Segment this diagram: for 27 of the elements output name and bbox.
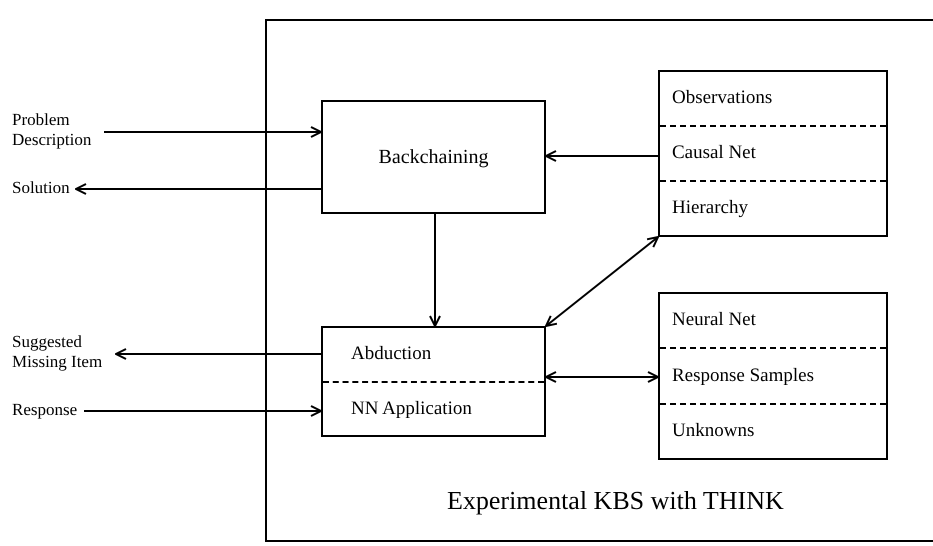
section-label: Hierarchy [672, 196, 748, 220]
arrow [75, 183, 321, 195]
arrow [115, 348, 321, 360]
section-label: NN Application [351, 396, 472, 420]
section-label: Neural Net [672, 308, 756, 332]
arrow [104, 126, 322, 138]
arrow [545, 150, 658, 162]
section-label: Observations [672, 86, 772, 110]
system-frame [265, 19, 933, 542]
io-label: Suggested Missing Item [12, 332, 116, 378]
section-label: Abduction [351, 342, 432, 366]
frame-title: Experimental KBS with THINK [447, 485, 784, 517]
io-label: Solution [12, 178, 76, 200]
process-box [321, 100, 546, 214]
arrow [429, 214, 441, 327]
process-label: Backchaining [378, 145, 488, 170]
section-label: Unknowns [672, 419, 754, 444]
module-box [658, 70, 888, 237]
io-label: Response [12, 400, 84, 422]
io-label: Problem Description [12, 110, 104, 156]
arrow [545, 236, 659, 327]
section-label: Response Samples [672, 364, 814, 388]
module-box [321, 326, 546, 437]
module-box [658, 292, 888, 460]
arrow [84, 405, 322, 417]
arrow [545, 371, 659, 383]
section-label: Causal Net [672, 141, 756, 166]
